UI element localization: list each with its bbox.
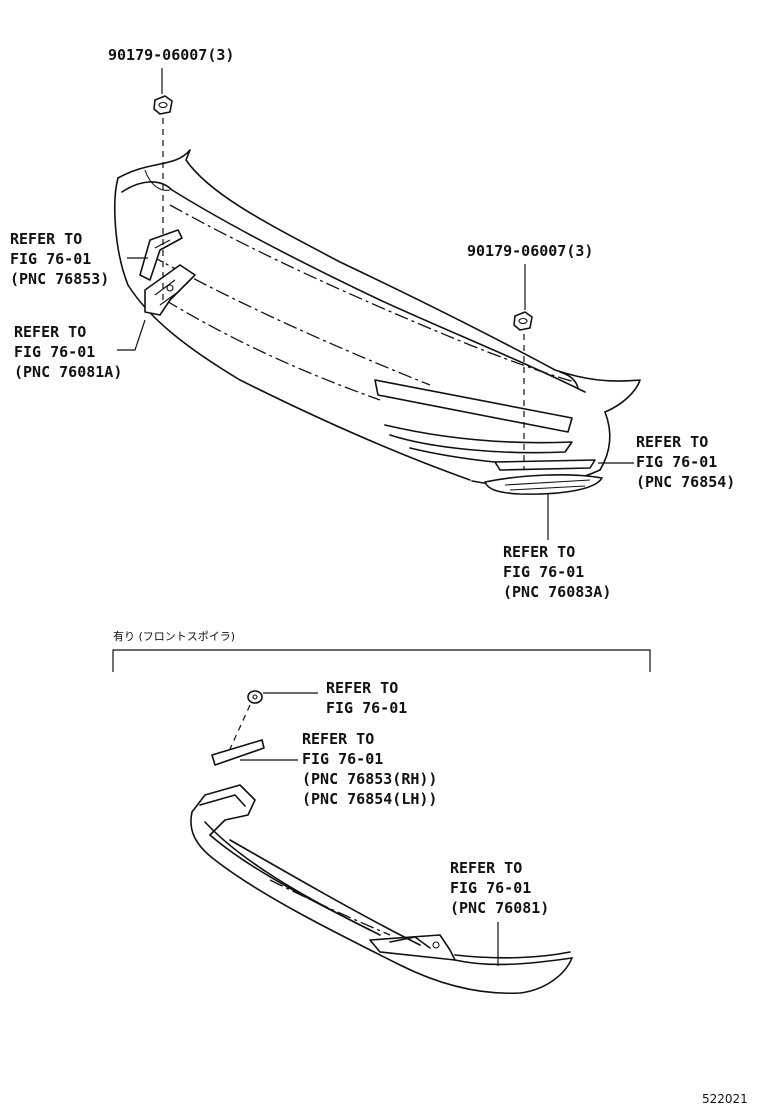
callout-76854-line2: FIG 76-01 bbox=[636, 453, 717, 471]
callout-76081a-line2: FIG 76-01 bbox=[14, 343, 95, 361]
bracket-76854 bbox=[494, 459, 596, 471]
nut-right-icon bbox=[513, 311, 533, 331]
callout-76854-line3: (PNC 76854) bbox=[636, 473, 735, 491]
retainer-76081a bbox=[144, 264, 196, 316]
front-bumper-cover bbox=[114, 149, 641, 487]
section-bracket bbox=[112, 649, 651, 672]
front-spoiler-body bbox=[190, 784, 573, 995]
callout-76083a-line3: (PNC 76083A) bbox=[503, 583, 611, 601]
callout-spoiler-body-line3: (PNC 76081) bbox=[450, 899, 549, 917]
callout-spoiler-bracket-line3: (PNC 76853(RH)) bbox=[302, 770, 437, 788]
callout-spoiler-bracket-line4: (PNC 76854(LH)) bbox=[302, 790, 437, 808]
callout-76853-line2: FIG 76-01 bbox=[10, 250, 91, 268]
callout-76081a-line3: (PNC 76081A) bbox=[14, 363, 122, 381]
retainer-76083a bbox=[484, 473, 603, 495]
figure-code: 522021 bbox=[702, 1092, 748, 1106]
spoiler-nut-icon bbox=[247, 690, 263, 704]
nut-top-left-icon bbox=[153, 95, 173, 115]
callout-spoiler-body-line1: REFER TO bbox=[450, 859, 522, 877]
callout-76083a-line1: REFER TO bbox=[503, 543, 575, 561]
callout-nut-top: 90179-06007(3) bbox=[108, 46, 234, 64]
callout-76853-line1: REFER TO bbox=[10, 230, 82, 248]
callout-spoiler-body-line2: FIG 76-01 bbox=[450, 879, 531, 897]
callout-spoiler-nut-line2: FIG 76-01 bbox=[326, 699, 407, 717]
callout-76083a-line2: FIG 76-01 bbox=[503, 563, 584, 581]
callout-spoiler-bracket-line1: REFER TO bbox=[302, 730, 374, 748]
callout-76854-line1: REFER TO bbox=[636, 433, 708, 451]
callout-spoiler-nut-line1: REFER TO bbox=[326, 679, 398, 697]
callout-spoiler-bracket-line2: FIG 76-01 bbox=[302, 750, 383, 768]
spoiler-bracket bbox=[211, 739, 265, 766]
callout-nut-right: 90179-06007(3) bbox=[467, 242, 593, 260]
callout-76853-line3: (PNC 76853) bbox=[10, 270, 109, 288]
section-caption: 有り (フロントスポイラ) bbox=[113, 629, 235, 643]
callout-76081a-line1: REFER TO bbox=[14, 323, 86, 341]
